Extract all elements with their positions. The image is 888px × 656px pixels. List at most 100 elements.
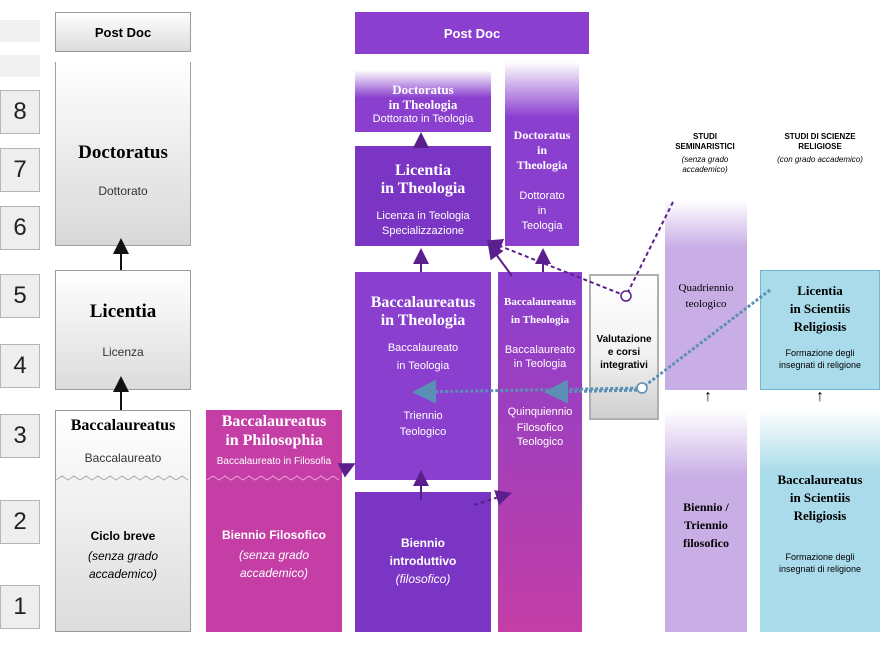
dashed-sem-to-lic <box>486 201 674 298</box>
theo-bac-title-2: in Theologia <box>380 312 466 329</box>
theo2-doctoratus-box: Doctoratus in Theologia Dottorato in Teo… <box>505 62 579 246</box>
sci-node <box>636 382 648 394</box>
valutazione-1: Valutazione <box>596 334 652 345</box>
theo2-bac-title-1: Baccalaureatus <box>504 296 576 308</box>
theo-bac-title-1: Baccalaureatus <box>370 294 476 311</box>
theo2-bac-sub-2: in Teologia <box>513 358 567 370</box>
year-6: 6 <box>0 206 40 250</box>
theo-bac-sub-1: Baccalaureato <box>387 342 459 354</box>
grey-postdoc-box: Post Doc <box>55 12 191 52</box>
theo-triennio-2: Teologico <box>399 426 447 438</box>
sci-licentia-box: Licentia in Scientiis Religiosis Formazi… <box>760 270 880 390</box>
theo2-quin-2: Filosofico <box>516 422 564 434</box>
theo-doc-sub: Dottorato in Teologia <box>372 113 474 125</box>
sci-head-2: RELIGIOSE <box>798 142 842 151</box>
grey-baccalaureato-label: Baccalaureato <box>84 451 162 465</box>
sci-bac-3: Religiosis <box>793 508 847 523</box>
theo2-doc-title-1: Doctoratus <box>513 128 571 142</box>
philo-zigzag <box>206 475 340 481</box>
theo2-quinquiennio-box: Baccalaureatus in Theologia Baccalaureat… <box>498 272 582 632</box>
sci-head-3: (con grado accademico) <box>777 155 863 164</box>
theo-biennio-3: (filosofico) <box>395 572 451 586</box>
year-stub-mid <box>0 55 40 77</box>
sci-bac-2: in Scientiis <box>789 490 851 505</box>
sem-head-1: STUDI <box>693 132 717 141</box>
theo-triennio-1: Triennio <box>403 410 443 422</box>
year-1: 1 <box>0 585 40 629</box>
philo-senza1: (senza grado <box>238 548 310 562</box>
grey-dottorato-label: Dottorato <box>98 184 148 198</box>
sem-quad-2: teologico <box>685 298 727 310</box>
theo-lic-title-2: in Theologia <box>380 180 466 197</box>
sem-bien-3: filosofico <box>683 536 729 550</box>
arrow-philo-to-theo <box>337 463 356 478</box>
grey-licenza-label: Licenza <box>102 345 144 359</box>
theo-licentia-box: Licentia in Theologia Licenza in Teologi… <box>355 146 491 246</box>
arrow-biennio-to-quin <box>473 490 512 506</box>
theo-bac-sub-2: in Teologia <box>396 360 450 372</box>
philo-senza2: accademico) <box>239 566 309 580</box>
year-3: 3 <box>0 414 40 458</box>
valutazione-3: integrativi <box>600 360 648 371</box>
philo-title-1: Baccalaureatus <box>221 413 327 430</box>
theo2-doc-title-2: in <box>536 143 547 157</box>
philo-title-2: in Philosophia <box>225 432 323 449</box>
year-5: 5 <box>0 274 40 318</box>
grey-postdoc-label: Post Doc <box>94 25 152 40</box>
theo-postdoc-box: Post Doc <box>355 12 589 54</box>
sem-head-4: accademico) <box>682 165 728 174</box>
sem-bien-1: Biennio / <box>683 500 729 514</box>
theo2-bac-title-2: in Theologia <box>510 314 570 326</box>
theo-lic-sub-2: Specializzazione <box>382 225 464 237</box>
theo2-doc-sub-2: in <box>537 205 547 217</box>
valutazione-box: Valutazione e corsi integrativi <box>589 274 659 420</box>
sci-lic-2: in Scientiis <box>789 301 851 316</box>
sem-up-arrow: ↑ <box>704 388 712 405</box>
philo-sub: Baccalaureato in Filosofia <box>216 456 332 467</box>
theo-doctoratus-box: Doctoratus in Theologia Dottorato in Teo… <box>355 70 491 132</box>
grey-zigzag <box>55 475 189 481</box>
theo-lic-title-1: Licentia <box>395 162 451 179</box>
theo2-bac-sub-1: Baccalaureato <box>504 344 576 356</box>
sem-quad-1: Quadriennio <box>678 282 734 294</box>
philo-biennio: Biennio Filosofico <box>222 528 326 542</box>
year-stub-top <box>0 20 40 42</box>
theo-doc-title-2: in Theologia <box>388 97 458 112</box>
sci-head-1: STUDI DI SCIENZE <box>784 132 856 141</box>
theo2-quin-3: Teologico <box>516 436 564 448</box>
grey-ciclo-label: Ciclo breve <box>90 529 156 543</box>
grey-senza1-label: (senza grado <box>87 549 159 563</box>
theo-biennio-2: introduttivo <box>389 554 457 568</box>
sci-bac-sub-2: insegnati di religione <box>778 564 862 574</box>
arrow-quin-to-lic <box>487 242 513 277</box>
dashed-to-quin <box>544 379 643 404</box>
sci-lic-sub-1: Formazione degli <box>785 348 855 358</box>
theo2-doc-title-3: Theologia <box>516 158 568 172</box>
sci-lic-sub-2: insegnati di religione <box>778 360 862 370</box>
sem-head-3: (senza grado <box>681 155 729 164</box>
sem-biennio-box: Biennio / Triennio filosofico <box>665 410 747 632</box>
sem-bien-2: Triennio <box>684 518 728 532</box>
year-2: 2 <box>0 500 40 544</box>
grey-licentia-title: Licentia <box>89 301 157 322</box>
sci-bac-1: Baccalaureatus <box>777 472 863 487</box>
theo-lic-sub-1: Licenza in Teologia <box>376 210 470 222</box>
sem-head-2: SEMINARISTICI <box>675 142 735 151</box>
sem-header: STUDI SEMINARISTICI (senza grado accadem… <box>663 132 747 192</box>
dashed-sci-to-theo <box>412 288 771 404</box>
theo-baccalaureatus-box: Baccalaureatus in Theologia Baccalaureat… <box>355 272 491 480</box>
sci-lic-1: Licentia <box>797 283 843 298</box>
grey-doctoratus-box: Doctoratus Dottorato <box>55 62 191 246</box>
grey-senza2-label: accademico) <box>88 567 158 581</box>
grey-licentia-box: Licentia Licenza <box>55 270 191 390</box>
sci-up-arrow: ↑ <box>816 388 824 405</box>
philo-box: Baccalaureatus in Philosophia Baccalaure… <box>206 410 342 632</box>
theo2-quin-1: Quinquiennio <box>507 406 573 418</box>
sci-header: STUDI DI SCIENZE RELIGIOSE (con grado ac… <box>760 132 880 182</box>
grey-baccalaureatus-title: Baccalaureatus <box>70 417 176 434</box>
theo-postdoc-label: Post Doc <box>443 26 501 41</box>
sci-bac-sub-1: Formazione degli <box>785 552 855 562</box>
theo-biennio-1: Biennio <box>401 536 445 550</box>
sem-quadriennio-box: Quadriennio teologico <box>665 200 747 390</box>
